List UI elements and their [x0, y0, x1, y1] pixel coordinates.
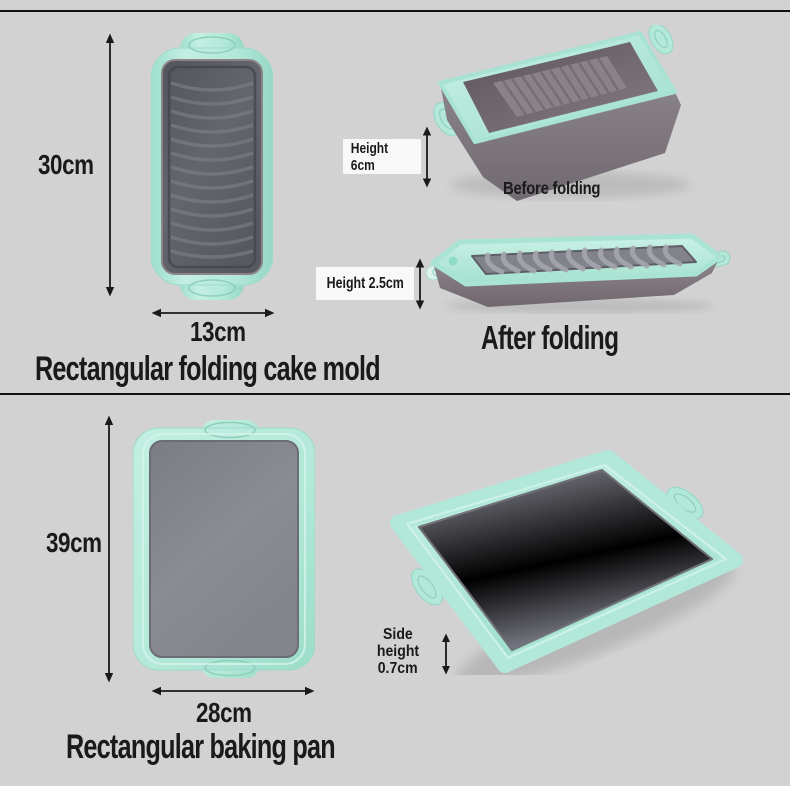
pan-height-label: 39cm — [46, 527, 102, 558]
before-height-label: Height 6cm — [343, 139, 421, 174]
baking-pan-top-view-image — [133, 420, 315, 678]
section-divider-line — [0, 393, 790, 395]
mold-height-label: 30cm — [38, 149, 94, 180]
pan-title: Rectangular baking pan — [66, 728, 336, 766]
side-height-arrow-icon — [442, 633, 450, 675]
mold-width-label: 13cm — [190, 316, 246, 347]
cake-mold-top-view-image — [151, 33, 273, 300]
before-height-arrow-icon — [422, 126, 432, 188]
mold-title: Rectangular folding cake mold — [35, 350, 381, 388]
after-caption: After folding — [481, 319, 619, 356]
baking-pan-perspective-image — [390, 450, 743, 675]
side-height-label: Side height 0.7cm — [376, 626, 420, 677]
cake-mold-before-folding-image — [433, 25, 690, 201]
cake-mold-after-folding-image — [425, 233, 731, 313]
pan-width-arrow-icon — [151, 686, 315, 696]
before-caption: Before folding — [503, 178, 601, 198]
top-divider-line — [0, 10, 790, 12]
pan-height-arrow-icon — [104, 415, 114, 683]
after-height-label: Height 2.5cm — [316, 267, 414, 300]
mold-height-arrow-icon — [105, 33, 115, 297]
pan-width-label: 28cm — [196, 697, 252, 728]
after-height-arrow-icon — [415, 258, 425, 310]
mold-width-arrow-icon — [151, 308, 275, 318]
